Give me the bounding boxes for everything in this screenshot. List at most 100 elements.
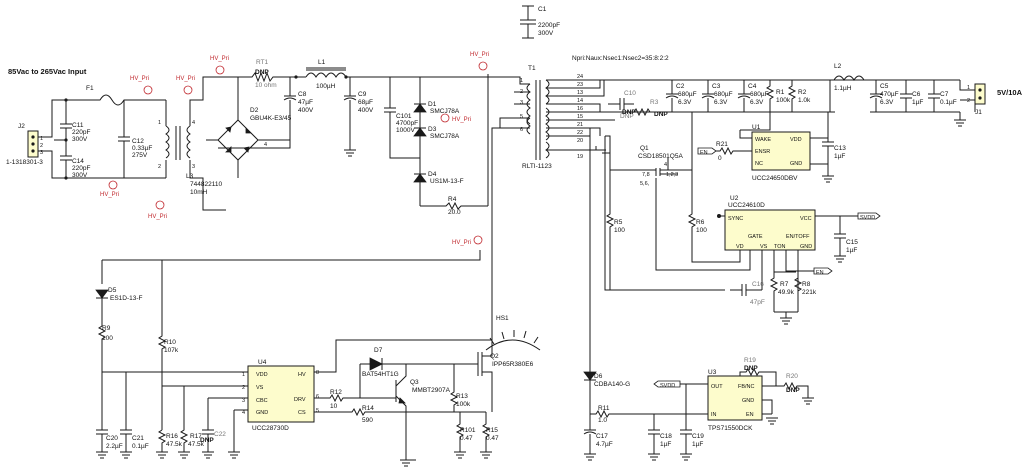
svg-text:1: 1 xyxy=(520,78,523,84)
svg-text:Q2: Q2 xyxy=(490,353,499,360)
svg-text:DNP: DNP xyxy=(200,437,214,444)
svg-text:NC: NC xyxy=(755,161,763,167)
r19-resistor: R19 DNP xyxy=(739,357,777,386)
svg-text:R9: R9 xyxy=(102,325,111,332)
svg-text:3: 3 xyxy=(520,100,523,106)
svg-text:C14: C14 xyxy=(72,158,84,165)
svg-text:R2: R2 xyxy=(798,89,807,96)
svg-text:2: 2 xyxy=(967,98,970,104)
hs1-heatsink: HS1 xyxy=(485,315,541,351)
svg-text:300V: 300V xyxy=(538,30,554,37)
svg-text:C18: C18 xyxy=(660,433,672,440)
svg-text:Q3: Q3 xyxy=(410,379,419,386)
svg-text:GBU4K-E3/45: GBU4K-E3/45 xyxy=(250,115,292,122)
svg-text:21: 21 xyxy=(577,122,583,128)
svg-text:OUT: OUT xyxy=(711,384,723,390)
svg-text:4: 4 xyxy=(192,120,195,126)
svg-text:275V: 275V xyxy=(132,152,148,159)
svg-text:1: 1 xyxy=(158,120,161,126)
svg-text:19: 19 xyxy=(577,154,583,160)
svg-text:RLTI-1123: RLTI-1123 xyxy=(522,163,552,170)
svg-text:FB/NC: FB/NC xyxy=(738,384,755,390)
svg-text:R6: R6 xyxy=(696,219,705,226)
svg-text:R19: R19 xyxy=(744,357,756,364)
svg-text:C9: C9 xyxy=(358,91,367,98)
svg-text:R11: R11 xyxy=(598,405,610,412)
svg-text:VS: VS xyxy=(256,385,264,391)
svg-text:6.3V: 6.3V xyxy=(880,99,894,106)
svg-text:2.2µF: 2.2µF xyxy=(106,443,123,450)
svg-text:2200pF: 2200pF xyxy=(538,22,560,29)
svg-text:SVDD: SVDD xyxy=(860,215,875,221)
svg-text:C8: C8 xyxy=(298,91,307,98)
u4-ucc28730-ic: U4 VDD VS CBC GND HV DRV CS UCC28730D 12… xyxy=(242,359,319,432)
svg-text:C5: C5 xyxy=(880,83,889,90)
svg-text:14: 14 xyxy=(577,98,583,104)
svg-text:EN: EN xyxy=(746,412,754,418)
svg-text:IN: IN xyxy=(711,412,717,418)
svg-text:2: 2 xyxy=(40,143,43,149)
svg-text:D4: D4 xyxy=(428,171,437,178)
svg-text:4.7µF: 4.7µF xyxy=(596,441,613,448)
svg-text:1.1µH: 1.1µH xyxy=(834,85,852,92)
svg-text:L1: L1 xyxy=(318,59,326,66)
svg-text:23: 23 xyxy=(577,82,583,88)
svg-text:HV_Pri: HV_Pri xyxy=(470,52,489,58)
svg-text:EN: EN xyxy=(700,150,708,156)
svg-text:680µF: 680µF xyxy=(714,91,733,98)
svg-text:R17: R17 xyxy=(190,433,202,440)
svg-text:DNP: DNP xyxy=(654,111,668,118)
svg-text:VDD: VDD xyxy=(256,372,268,378)
svg-text:20: 20 xyxy=(577,138,583,144)
svg-text:C4: C4 xyxy=(748,83,757,90)
svg-text:680µF: 680µF xyxy=(750,91,769,98)
svg-text:1.0: 1.0 xyxy=(598,417,607,424)
svg-text:100: 100 xyxy=(102,335,113,342)
svg-text:220pF: 220pF xyxy=(72,165,90,172)
svg-text:U2: U2 xyxy=(730,195,739,202)
svg-text:1.0k: 1.0k xyxy=(798,97,811,104)
svdd-tag-u3: SVDD xyxy=(653,380,681,389)
svg-text:VDD: VDD xyxy=(790,137,802,143)
svg-text:D6: D6 xyxy=(594,373,603,380)
svg-text:C10: C10 xyxy=(624,90,636,97)
svg-text:U4: U4 xyxy=(258,359,267,366)
u1-ucc24650-ic: U1 WAKE VDD ENSR NC GND UCC24650DBV xyxy=(751,124,811,182)
svg-text:470µF: 470µF xyxy=(880,91,899,98)
svg-text:100k: 100k xyxy=(456,401,471,408)
svg-text:22: 22 xyxy=(577,130,583,136)
svg-text:HV_Pri: HV_Pri xyxy=(210,56,229,62)
svg-text:C15: C15 xyxy=(846,239,858,246)
svg-text:UCC28730D: UCC28730D xyxy=(252,425,289,432)
svg-text:C1: C1 xyxy=(538,6,547,13)
svg-text:1: 1 xyxy=(40,136,43,142)
svg-text:R20: R20 xyxy=(786,373,798,380)
svg-text:1µF: 1µF xyxy=(912,99,923,106)
en-tag-u1: EN xyxy=(697,147,717,156)
svg-text:221k: 221k xyxy=(802,289,817,296)
svg-text:HV_Pri: HV_Pri xyxy=(452,240,471,246)
svg-text:1µF: 1µF xyxy=(846,247,857,254)
svg-text:2: 2 xyxy=(158,164,161,170)
svg-text:R8: R8 xyxy=(802,281,811,288)
svg-text:L2: L2 xyxy=(834,63,842,70)
c1-capacitor: C1 2200pF 300V xyxy=(520,5,560,39)
svg-text:GND: GND xyxy=(800,244,812,250)
svg-text:10mH: 10mH xyxy=(190,189,208,196)
hv-pri-marker xyxy=(143,85,153,95)
